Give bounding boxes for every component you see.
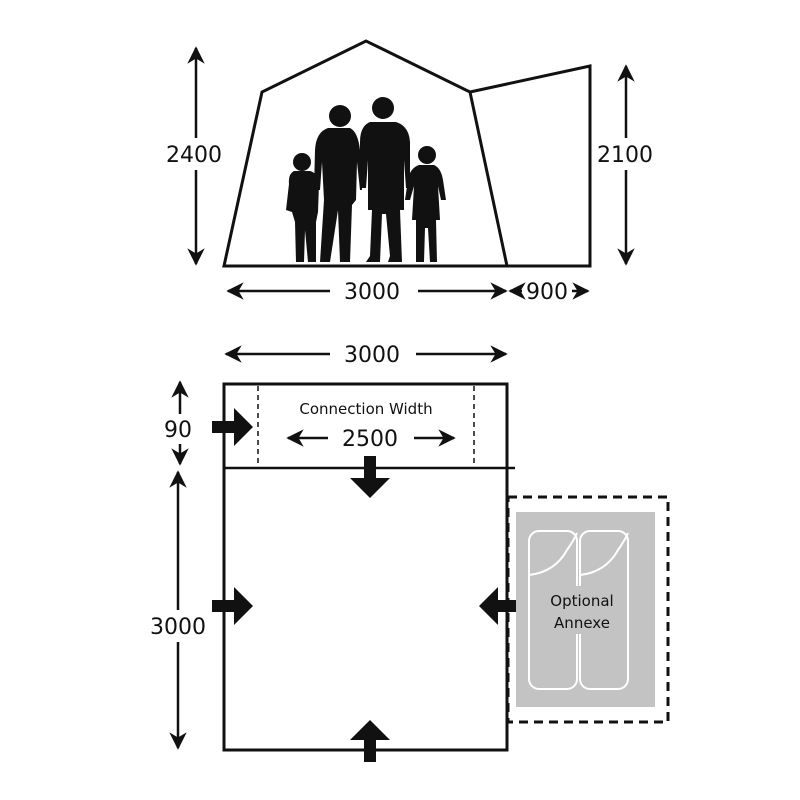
annexe-dashed-outline	[506, 495, 670, 724]
width-main-label: 3000	[344, 280, 400, 305]
door-arrow-icon	[350, 720, 390, 762]
plan-width-label: 3000	[344, 343, 400, 368]
door-arrow-icon	[350, 456, 390, 498]
height-annexe-label: 2100	[597, 143, 653, 168]
height-main-label: 2400	[166, 143, 222, 168]
strip-depth-label: 90	[164, 418, 192, 443]
annexe-outline	[469, 64, 592, 268]
plan-view: 3000 Connection Width 2500 90 3000	[146, 343, 670, 762]
door-arrow-icon	[479, 587, 520, 625]
plan-depth-label: 3000	[150, 615, 206, 640]
elevation-view: 2400 2100 3000 900	[162, 39, 658, 305]
annexe-label-line2: Annexe	[554, 614, 610, 632]
width-annexe-label: 900	[526, 280, 568, 305]
door-arrow-icon	[212, 587, 253, 625]
door-arrow-icon	[212, 408, 253, 446]
connection-width-caption: Connection Width	[299, 400, 432, 418]
annexe-label-line1: Optional	[550, 592, 613, 610]
family-silhouette-icon	[286, 97, 446, 262]
connection-width-label: 2500	[342, 427, 398, 452]
